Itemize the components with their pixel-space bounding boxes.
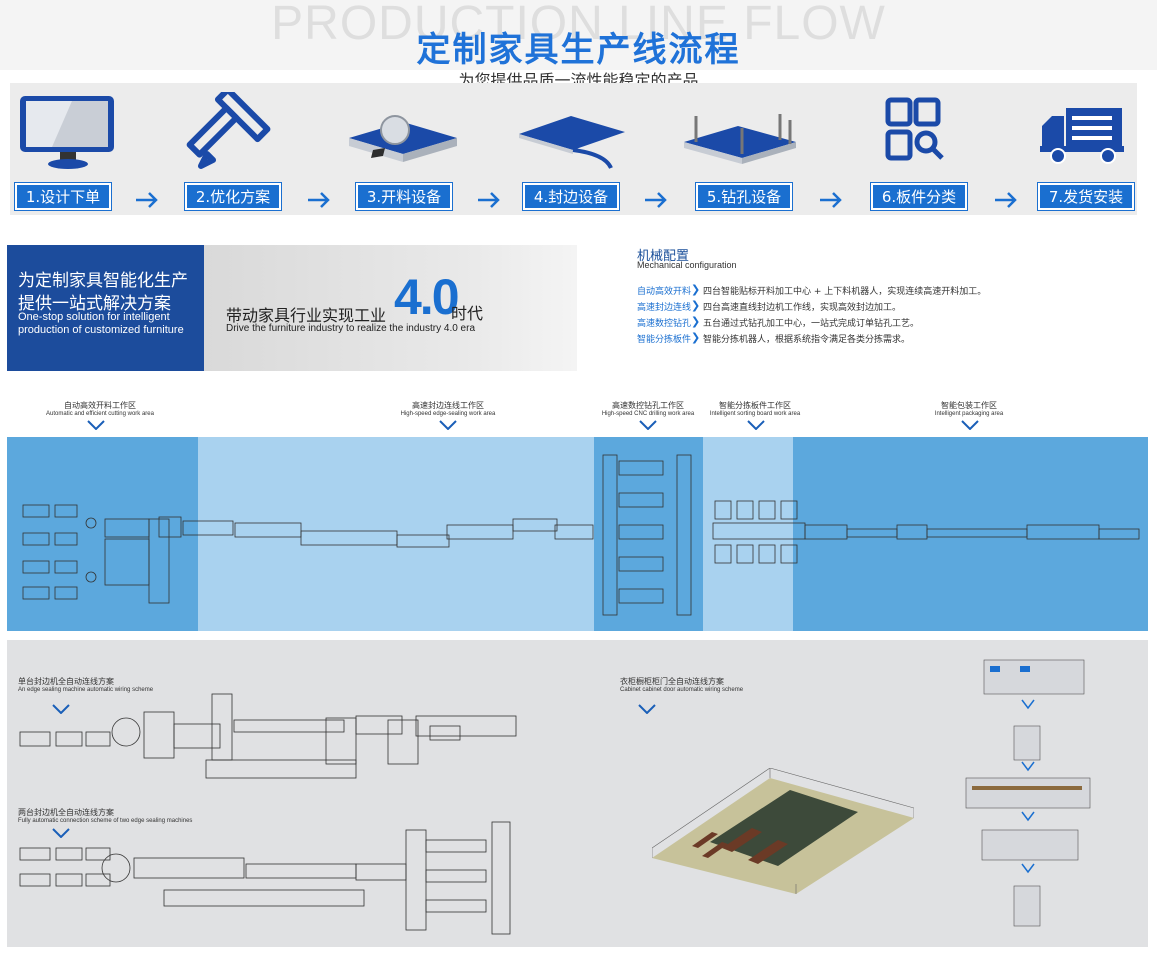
- production-line-layout: [22, 454, 1140, 616]
- zone-sorting: [703, 437, 793, 631]
- step-4-label: 4.封边设备: [523, 183, 619, 210]
- step-2-label: 2.优化方案: [185, 183, 281, 210]
- chevron-right-icon: ❯: [691, 283, 701, 296]
- sort-search-icon: [885, 97, 944, 161]
- zone-cn: 高速封边连线工作区: [412, 401, 484, 410]
- single-scheme-title: 单台封边机全自动连线方案 An edge sealing machine aut…: [18, 676, 153, 693]
- era-english: Drive the furniture industry to realize …: [226, 323, 476, 334]
- background-watermark-text: PRODUCTION LINE FLOW: [271, 0, 886, 50]
- mechanical-title: 机械配置: [637, 249, 690, 264]
- page-title: 定制家具生产线流程: [416, 30, 741, 70]
- zone-label-drilling: 高速数控钻孔工作区 High-speed CNC drilling work a…: [548, 400, 748, 417]
- era-panel: [204, 245, 577, 371]
- solution-panel: [7, 245, 204, 371]
- mechanical-item-desc: 四台智能贴标开料加工中心 + 上下料机器人，实现连续高速开料加工。: [703, 287, 987, 297]
- saw-board-icon: [349, 115, 457, 162]
- scheme-en: An edge sealing machine automatic wiring…: [18, 687, 154, 693]
- era-number: 4.0: [394, 269, 460, 325]
- zone-label-packaging: 智能包装工作区 Intelligent packaging area: [869, 400, 1069, 417]
- zone-drilling: [594, 437, 703, 631]
- edge-banding-icon: [519, 116, 625, 169]
- chevron-down-icon: [439, 420, 457, 430]
- solution-cn-line1: 为定制家具智能化生产: [18, 271, 188, 291]
- zone-en: Automatic and efficient cutting work are…: [46, 411, 154, 417]
- truck-icon: [1040, 108, 1124, 164]
- zone-label-sorting: 智能分拣板件工作区 Intelligent sorting board work…: [655, 400, 855, 417]
- scheme-cn: 单台封边机全自动连线方案: [18, 677, 114, 686]
- step-5-label: 5.钻孔设备: [696, 183, 792, 210]
- zone-packaging: [793, 437, 1148, 631]
- arrow-right-icon: [478, 192, 500, 208]
- cabinet-scheme-title: 衣柜橱柜柜门全自动连线方案 Cabinet cabinet door autom…: [620, 676, 743, 693]
- mechanical-subtitle: Mechanical configuration: [637, 260, 737, 270]
- step-7-label: 7.发货安装: [1038, 183, 1134, 210]
- equipment-stack-diagram: [965, 659, 1091, 927]
- arrow-right-icon: [995, 192, 1017, 208]
- scheme-cn: 两台封边机全自动连线方案: [18, 808, 114, 817]
- chevron-down-icon: [961, 420, 979, 430]
- zone-label-edge-sealing: 高速封边连线工作区 High-speed edge-sealing work a…: [348, 400, 548, 417]
- single-line-diagram: [19, 693, 517, 779]
- monitor-icon: [20, 96, 114, 169]
- chevron-down-icon: [638, 704, 656, 714]
- drill-board-icon: [684, 114, 796, 164]
- scheme-en: Fully automatic connection scheme of two…: [18, 818, 193, 824]
- zone-cn: 智能分拣板件工作区: [719, 401, 791, 410]
- zone-en: High-speed CNC drilling work area: [601, 411, 695, 417]
- double-scheme-title: 两台封边机全自动连线方案 Fully automatic connection …: [18, 807, 192, 824]
- mechanical-item-desc: 四台高速直线封边机工作线，实现高效封边加工。: [703, 303, 902, 313]
- arrow-right-icon: [136, 192, 158, 208]
- chevron-down-icon: [52, 828, 70, 838]
- zone-en: Intelligent sorting board work area: [709, 411, 801, 417]
- chevron-right-icon: ❯: [691, 315, 701, 328]
- arrow-right-icon: [820, 192, 842, 208]
- zone-cn: 自动高效开料工作区: [64, 401, 136, 410]
- step-3-label: 3.开料设备: [356, 183, 452, 210]
- mechanical-item-key: 自动高效开料: [637, 287, 692, 297]
- mechanical-item-key: 高速封边连线: [637, 303, 692, 313]
- scheme-en: Cabinet cabinet door automatic wiring sc…: [620, 687, 744, 693]
- header-band: [0, 0, 1157, 70]
- mechanical-item-desc: 智能分拣机器人，根据系统指令满足各类分拣需求。: [703, 335, 911, 345]
- cabinet-line-3d-diagram: [652, 768, 914, 894]
- mechanical-item-key: 智能分拣板件: [637, 335, 692, 345]
- double-line-diagram: [19, 821, 511, 935]
- chevron-right-icon: ❯: [691, 299, 701, 312]
- chevron-down-icon: [639, 420, 657, 430]
- scheme-cn: 衣柜橱柜柜门全自动连线方案: [620, 677, 724, 686]
- step-1-label: 1.设计下单: [15, 183, 111, 210]
- arrow-right-icon: [308, 192, 330, 208]
- zone-cn: 智能包装工作区: [941, 401, 997, 410]
- arrow-right-icon: [645, 192, 667, 208]
- solution-cn-line2: 提供一站式解决方案: [18, 294, 171, 314]
- zone-en: Intelligent packaging area: [934, 411, 1004, 417]
- solution-en-line1: One-stop solution for intelligent: [18, 311, 170, 323]
- zone-edge-sealing: [198, 437, 594, 631]
- pencil-ruler-icon: [186, 92, 271, 169]
- wiring-schemes-panel: [7, 640, 1148, 947]
- era-prefix: 带动家具行业实现工业: [226, 306, 387, 325]
- zone-label-cutting: 自动高效开料工作区 Automatic and efficient cuttin…: [0, 400, 200, 417]
- mechanical-item-desc: 五台通过式钻孔加工中心，一站式完成订单钻孔工艺。: [703, 319, 920, 329]
- chevron-down-icon: [87, 420, 105, 430]
- mechanical-item-key: 高速数控钻孔: [637, 319, 692, 329]
- step-6-label: 6.板件分类: [871, 183, 967, 210]
- zone-cn: 高速数控钻孔工作区: [612, 401, 684, 410]
- chevron-down-icon: [52, 704, 70, 714]
- chevron-down-icon: [747, 420, 765, 430]
- solution-en-line2: production of customized furniture: [18, 324, 184, 336]
- era-suffix: 时代: [451, 304, 484, 323]
- zone-en: High-speed edge-sealing work area: [400, 411, 496, 417]
- chevron-right-icon: ❯: [691, 331, 701, 344]
